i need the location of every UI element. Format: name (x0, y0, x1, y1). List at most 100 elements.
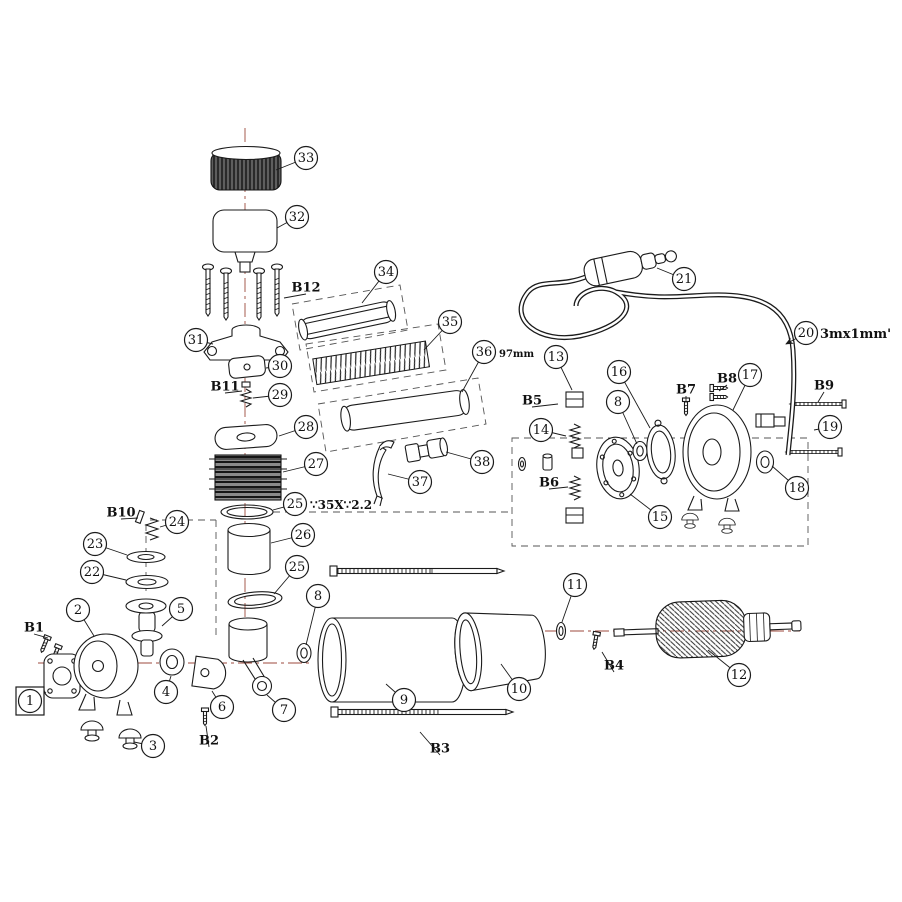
callout-number: 34 (378, 265, 395, 280)
bolt-label-text: B5 (522, 394, 542, 409)
callout-21: 21 (656, 266, 697, 292)
bolt-label-text: B11 (210, 380, 239, 395)
callout-number: 2 (74, 603, 82, 618)
annotation-0: 3mx1mm' (820, 327, 891, 342)
part-hose-tube-34 (298, 300, 397, 341)
bolt-label-B4: B4 (601, 651, 624, 674)
bolt-label-text: B4 (604, 659, 624, 674)
callout-number: 18 (789, 481, 806, 496)
bolt-label-text: B12 (291, 281, 320, 296)
bolt-label-B5: B5 (522, 394, 559, 409)
callout-17: 17 (732, 362, 763, 411)
part-cylinder-head (203, 324, 289, 361)
part-valve-plate-top (228, 355, 266, 379)
callout-number: 13 (548, 350, 565, 365)
callout-number: 27 (308, 457, 325, 472)
bolt-label-B7: B7 (676, 383, 696, 403)
part-brush-holder-upper (565, 391, 584, 408)
part-cylinder-cap (212, 209, 278, 273)
bolt-label-B8: B8 (717, 372, 737, 392)
part-counterweight (191, 655, 227, 690)
part-bearing-small-right (632, 440, 648, 462)
callout-number: 19 (822, 420, 839, 435)
part-bearing-cap-18 (755, 450, 775, 474)
part-motor-bracket (73, 633, 139, 716)
callout-23: 23 (82, 531, 128, 557)
part-brush-spring-upper (568, 423, 582, 449)
part-power-plug (583, 250, 677, 287)
callout-7: 7 (266, 694, 297, 723)
part-b3-bolt (330, 706, 515, 718)
part-brush-holder-lower (565, 507, 584, 524)
bolt-label-text: B8 (717, 372, 737, 387)
bolt-label-B10: B10 (106, 506, 139, 521)
callout-35: 35 (423, 309, 463, 351)
part-spring-24 (144, 517, 160, 541)
callout-30: 30 (265, 353, 293, 379)
bolt-label-text: B2 (199, 734, 219, 749)
part-crankshaft (131, 611, 163, 657)
part-b10-pin (134, 509, 145, 525)
callout-number: 6 (218, 700, 226, 715)
callout-29: 29 (252, 382, 293, 408)
callout-number: 25 (289, 560, 306, 575)
callout-25: 25 (273, 554, 310, 595)
bolt-label-text: B9 (814, 379, 834, 394)
callout-11: 11 (561, 572, 588, 623)
part-oring-lower (227, 591, 283, 609)
callout-38: 38 (445, 449, 495, 475)
part-spring-coil-35 (312, 340, 431, 386)
callout-16: 16 (606, 359, 651, 429)
part-small-bushing (542, 453, 553, 471)
part-washer-23 (126, 550, 166, 564)
callout-9: 9 (385, 683, 417, 713)
annotation-1: 97mm (499, 349, 534, 360)
callout-1: 1 (15, 686, 47, 716)
part-b4-bolt (589, 630, 601, 651)
part-main-cylinder (317, 617, 467, 703)
part-brush-spring-lower (568, 475, 582, 501)
dashed-box-34 (291, 284, 409, 351)
part-half-shell (454, 612, 546, 692)
callout-number: 11 (567, 578, 584, 593)
callout-15: 15 (629, 493, 673, 530)
callout-12: 12 (707, 649, 752, 688)
part-terminal-block (755, 413, 786, 428)
part-b2-screw (200, 707, 210, 727)
part-rubber-feet (80, 720, 142, 750)
part-piston-conrod (228, 617, 273, 697)
bolt-label-B6: B6 (539, 476, 569, 491)
bolt-label-text: B7 (676, 383, 696, 398)
callout-number: 8 (614, 395, 622, 410)
callout-number: 17 (742, 368, 759, 383)
dashed-box-36 (317, 377, 487, 453)
callout-2: 2 (65, 597, 95, 637)
callout-number: 7 (280, 703, 288, 718)
callout-number: 12 (731, 668, 748, 683)
callout-25: 25 (272, 491, 308, 517)
part-washer-22 (125, 574, 169, 590)
bolt-label-B2: B2 (199, 725, 219, 749)
callout-20: 20 (785, 320, 819, 346)
callout-number: 5 (177, 602, 185, 617)
callout-number: 23 (87, 537, 104, 552)
part-valve-connector (404, 437, 449, 463)
callout-number: 37 (412, 475, 429, 490)
bolt-label-B1: B1 (24, 621, 49, 639)
part-oring-upper (220, 504, 274, 520)
part-bearing-small-left (296, 642, 312, 664)
part-valve-plate (214, 424, 278, 450)
callout-37: 37 (387, 469, 433, 495)
bolt-label-B3: B3 (419, 731, 450, 757)
callout-8: 8 (605, 389, 638, 445)
callout-number: 26 (295, 528, 312, 543)
callout-22: 22 (79, 559, 127, 585)
callout-28: 28 (278, 414, 319, 440)
bolt-label-B12: B12 (283, 281, 321, 299)
callout-number: 9 (400, 693, 408, 708)
part-finned-cylinder (209, 454, 287, 501)
callout-number: 31 (188, 333, 205, 348)
callout-number: 36 (476, 345, 493, 360)
